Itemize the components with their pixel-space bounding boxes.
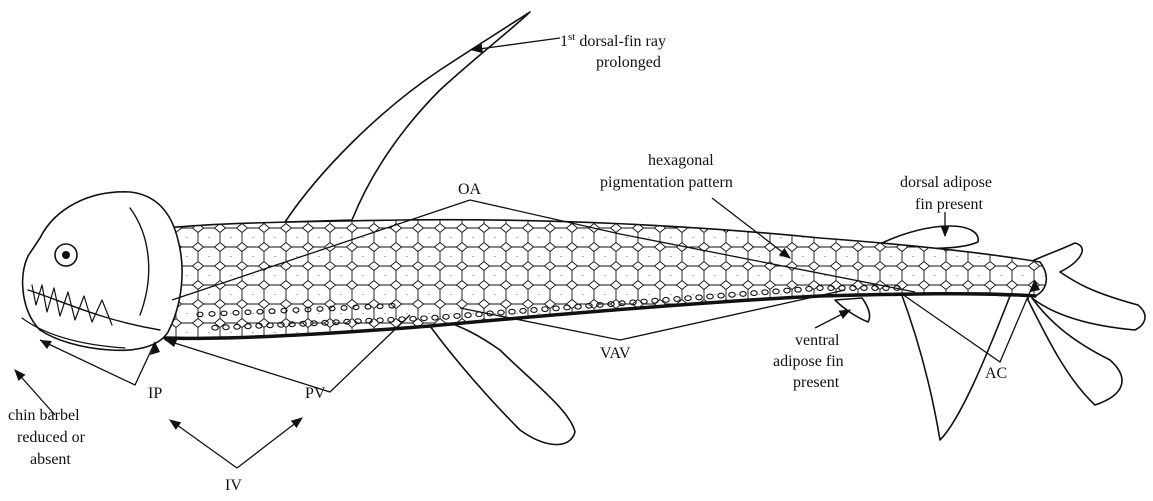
oa-label: OA [458,181,482,198]
pelvic-fin [430,320,575,445]
dorsal-adipose-label-2: fin present [915,196,984,213]
vav-label: VAV [600,345,631,362]
ac-label: AC [985,365,1007,382]
fish-head [23,192,182,350]
pv-label: PV [305,385,326,402]
hex-label-2: pigmentation pattern [600,174,733,191]
ventral-adipose-leader [815,310,850,328]
ventral-adipose-label-1: ventral [795,332,840,349]
chin-barbel-label-1: chin barbel [8,407,80,424]
chin-barbel-label-3: absent [30,451,71,468]
iv-arrow-left [170,420,237,468]
ventral-adipose-label-3: present [793,374,840,391]
dorsal-fin-ray [285,12,530,222]
chin-barbel-label-2: reduced or [17,429,86,446]
dorsal-adipose-label-1: dorsal adipose [900,174,992,191]
ip-label: IP [148,385,162,402]
iv-label: IV [225,477,242,494]
dorsal-ray-label-2: prolonged [596,54,661,71]
ventral-adipose-label-2: adipose fin [773,353,844,370]
iv-arrow-right [237,418,302,468]
caudal-fin [1028,243,1145,405]
ventral-adipose-fin [835,298,870,322]
dorsal-ray-label: 1st dorsal-fin ray [560,31,666,50]
hex-label-1: hexagonal [648,152,714,169]
eye-pupil [62,251,70,259]
